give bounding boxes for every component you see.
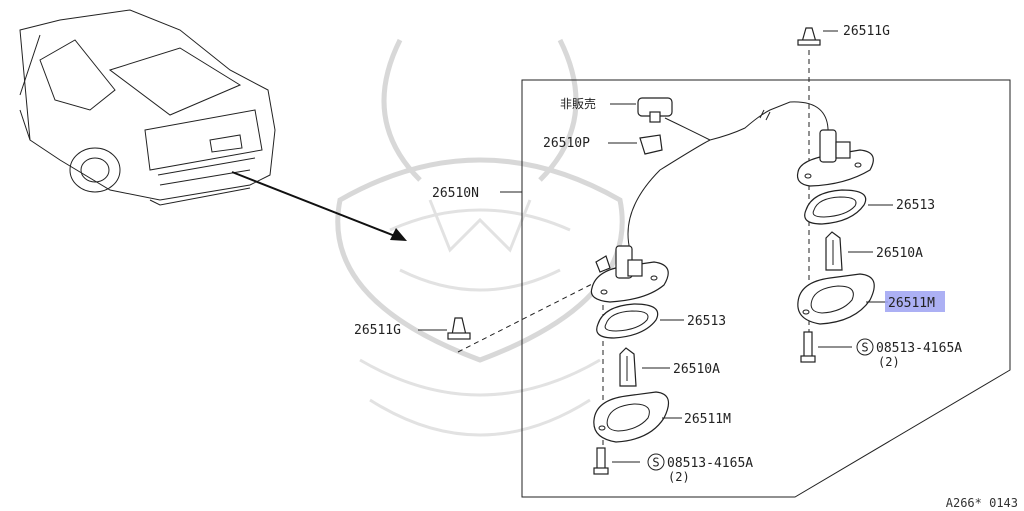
diagram-reference-code: A266* 0143 [946, 496, 1018, 510]
right-lens-part [797, 273, 888, 325]
svg-text:S: S [861, 341, 868, 355]
label-26511g-top[interactable]: 26511G [843, 24, 890, 39]
left-socket-part [590, 245, 669, 460]
left-clip-part [418, 279, 601, 353]
label-26513-right[interactable]: 26513 [896, 198, 935, 213]
pointer-arrow [231, 171, 407, 241]
label-26510p[interactable]: 26510P [543, 136, 590, 151]
label-26510n[interactable]: 26510N [432, 186, 479, 201]
label-26511m-left[interactable]: 26511M [684, 412, 731, 427]
right-gasket-part [804, 189, 893, 225]
assembly-frame [500, 79, 1011, 498]
label-screw-right[interactable]: 08513-4165A [876, 341, 962, 356]
svg-text:S: S [652, 456, 659, 470]
left-gasket-part [596, 303, 684, 339]
right-screw-part [800, 331, 852, 363]
label-screw-left-qty: (2) [668, 470, 690, 484]
label-not-sold: 非販売 [560, 96, 596, 111]
right-bulb-part [825, 231, 873, 271]
s-circle-icon: S [856, 338, 874, 356]
label-26510a-left[interactable]: 26510A [673, 362, 720, 377]
car-rear-illustration [19, 9, 276, 206]
part-highlight [885, 291, 945, 312]
label-26511m-right[interactable]: 26511M [888, 296, 935, 311]
left-lens-part [593, 391, 682, 443]
s-circle-icon: S [647, 453, 665, 471]
top-clip-part [797, 27, 838, 340]
label-screw-right-qty: (2) [878, 355, 900, 369]
right-socket-part [796, 129, 874, 187]
label-26511g-left[interactable]: 26511G [354, 323, 401, 338]
wire-harness [627, 101, 829, 251]
label-screw-left[interactable]: 08513-4165A [667, 456, 753, 471]
connector-part [610, 97, 673, 123]
label-26513-left[interactable]: 26513 [687, 314, 726, 329]
left-screw-part [593, 447, 640, 475]
left-bulb-part [619, 347, 670, 387]
label-26510a-right[interactable]: 26510A [876, 246, 923, 261]
grommet-part [608, 134, 663, 155]
